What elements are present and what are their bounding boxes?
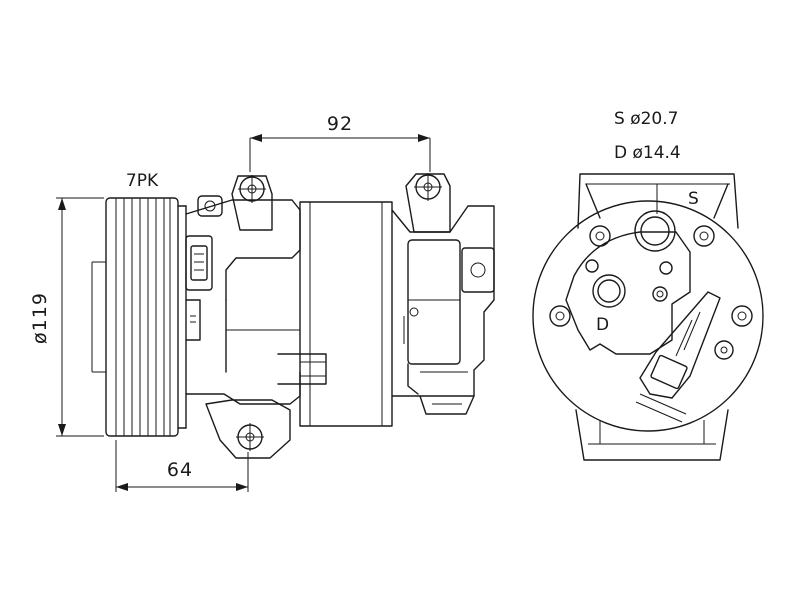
suction-spec-label: S ø20.7 xyxy=(614,109,678,129)
rear-plate xyxy=(549,225,753,360)
control-valve xyxy=(635,291,721,423)
dimension-92-label: 92 xyxy=(327,113,353,135)
discharge-port-label: D xyxy=(596,315,609,335)
bolt-hole-right xyxy=(731,305,753,327)
dimension-92: 92 xyxy=(249,113,431,172)
bolt-hole-left xyxy=(549,305,571,327)
housing-circle xyxy=(532,200,764,432)
pulley-diameter-label: ø119 xyxy=(29,292,51,344)
cylinder-outline xyxy=(299,201,393,427)
dimension-64: 64 xyxy=(115,440,249,492)
mount-lug-top-rear xyxy=(405,173,451,233)
dimension-64-label: 64 xyxy=(167,459,193,481)
pulley-grooves xyxy=(115,198,171,436)
front-housing-outline xyxy=(532,173,764,461)
suction-port-label: S xyxy=(688,189,699,209)
pulley-outline xyxy=(105,197,179,437)
bolt-hole-upper-right xyxy=(693,225,715,247)
pulley xyxy=(91,197,187,437)
rear-head xyxy=(391,205,495,415)
front-view: S ø20.7 D ø14.4 xyxy=(532,109,764,461)
mount-lug-top-front xyxy=(231,175,273,231)
belt-type-label: 7PK xyxy=(126,171,159,191)
mount-lug-bottom xyxy=(205,399,291,459)
side-view: 92 64 ø119 7PK xyxy=(29,113,495,492)
discharge-port: D xyxy=(592,274,626,335)
bolt-hole-upper-left xyxy=(589,225,611,247)
cylinder-body xyxy=(277,201,393,427)
discharge-spec-label: D ø14.4 xyxy=(614,143,681,163)
dimension-pulley-diameter: ø119 xyxy=(29,197,104,437)
suction-port: S xyxy=(634,189,699,252)
clutch-connector xyxy=(185,195,223,341)
